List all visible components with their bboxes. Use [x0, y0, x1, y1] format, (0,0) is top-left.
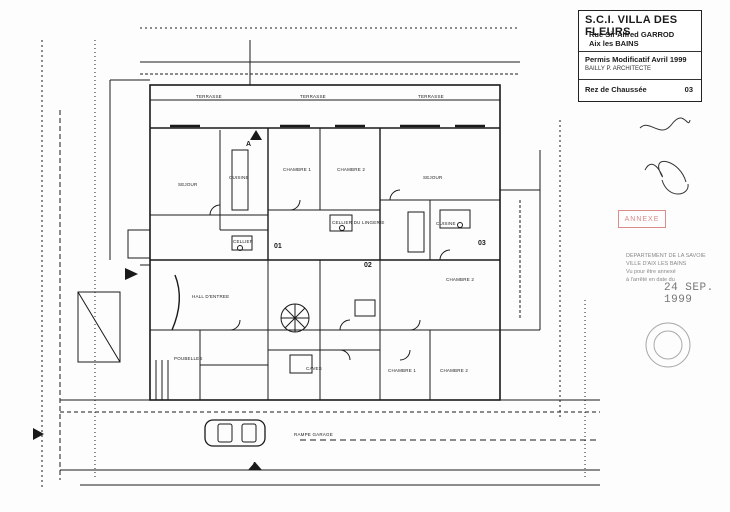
- room-label: CELLIER: [233, 239, 254, 244]
- apartment-marker: 03: [478, 240, 486, 247]
- architect-label: BAILLY P. ARCHITECTE: [585, 66, 652, 72]
- room-label: POUBELLES: [174, 356, 203, 361]
- stamp-date: 24 SEP. 1999: [664, 282, 714, 306]
- project-title: S.C.I. VILLA DES FLEURS: [585, 14, 678, 38]
- apartment-marker: 01: [274, 243, 282, 250]
- title-block-divider: [579, 79, 701, 80]
- stamp-line-1: DEPARTEMENT DE LA SAVOIE: [626, 253, 706, 259]
- room-label: TERRASSE: [196, 94, 222, 99]
- address-line-1: Rue Sir Alfred GARROD: [589, 30, 675, 39]
- room-label: SEJOUR: [178, 182, 198, 187]
- floor-level-label: Rez de Chaussée: [585, 85, 647, 94]
- stamp-line-3: Vu pour être annexé: [626, 269, 676, 275]
- room-label: CELLIER DU LINGERIE: [332, 220, 385, 225]
- stamp-line-4: à l'arrêté en date du: [626, 277, 675, 283]
- room-label: CHAMBRE 2: [440, 368, 469, 373]
- room-label: TERRASSE: [300, 94, 326, 99]
- section-marker: A: [252, 462, 258, 469]
- room-label: CHAMBRE 1: [283, 167, 312, 172]
- room-label: CHAMBRE 2: [337, 167, 366, 172]
- room-label: CUISINE: [229, 175, 249, 180]
- sheet-number: 03: [684, 85, 693, 94]
- red-stamp: ANNEXE: [618, 210, 666, 228]
- stamp-line-2: VILLE D'AIX LES BAINS: [626, 261, 687, 267]
- section-marker: A: [246, 141, 252, 148]
- room-label: HALL D'ENTREE: [192, 294, 230, 299]
- address-line-2: Aix les BAINS: [589, 39, 639, 48]
- room-label: TERRASSE: [418, 94, 444, 99]
- title-block-divider: [579, 51, 701, 52]
- title-block: S.C.I. VILLA DES FLEURS Rue Sir Alfred G…: [578, 10, 702, 102]
- room-label: SEJOUR: [423, 175, 443, 180]
- room-label: CHAMBRE 2: [446, 277, 475, 282]
- room-label: RAMPE GARAGE: [294, 432, 333, 437]
- room-label: CHAMBRE 1: [388, 368, 417, 373]
- room-label: CAVES: [306, 366, 322, 371]
- permit-label: Permis Modificatif Avril 1999: [585, 55, 687, 64]
- apartment-marker: 02: [364, 262, 372, 269]
- room-label: CUISINE: [436, 221, 456, 226]
